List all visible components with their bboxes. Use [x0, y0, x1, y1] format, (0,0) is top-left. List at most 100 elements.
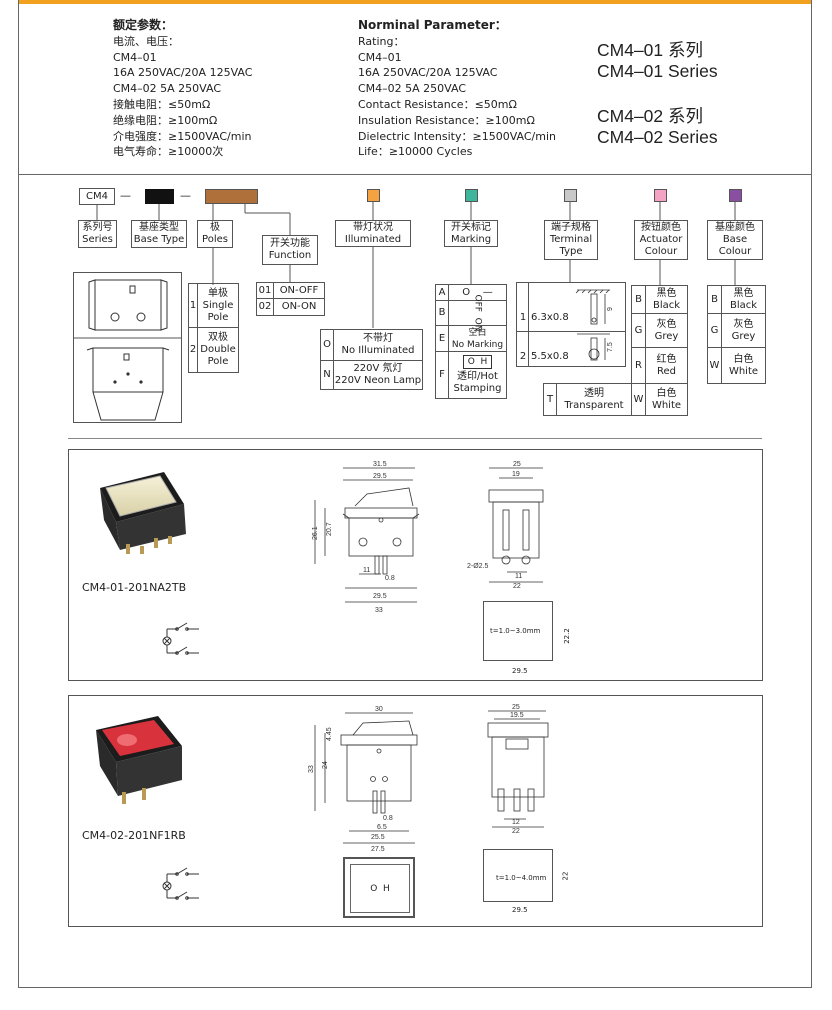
base-colour-code-b: B: [707, 285, 722, 314]
cn-param-line: CM4–02 5A 250VAC: [113, 82, 222, 96]
side-drawing-2: 25 19.5 12 22: [487, 704, 549, 833]
cutout-1-note: t=1.0~3.0mm: [490, 627, 541, 635]
base-colour-label: 基座颜色 Base Colour: [707, 220, 763, 260]
cutout-2-note: t=1.0~4.0mm: [496, 874, 547, 882]
front-drawing-1: 31.5 29.5 20.7 26.1 0.8 11 29.5 33: [312, 461, 420, 614]
cutout-2: [483, 849, 553, 902]
actuator-code-r: R: [631, 347, 646, 384]
product-panel-2: [68, 695, 763, 927]
dim-2-side-b: 19.5: [510, 712, 524, 719]
cn-param-line: 绝缘电阻：≥100mΩ: [113, 113, 218, 127]
cutout-2-w: 29.5: [512, 906, 528, 914]
product-photo-2: [96, 716, 182, 804]
en-param-line: CM4–01: [358, 50, 402, 64]
base-colour-text-w: 白色 White: [721, 347, 766, 384]
en-param-line: Contact Resistance：≤50mΩ: [358, 97, 517, 111]
poles-text-2: 双极 Double Pole: [197, 327, 239, 373]
function-text-1: ON-OFF: [273, 282, 325, 299]
marking-face-2-symbols: O H: [350, 864, 410, 913]
terminal-code-1: 1: [519, 312, 527, 323]
dim-2-side-d: 22: [512, 828, 520, 833]
terminal-table: [516, 282, 626, 367]
terminal-divider: [516, 331, 626, 332]
actuator-text-r: 红色 Red: [645, 347, 688, 384]
terminal-text-1: 6.3x0.8: [531, 312, 569, 323]
product-model-1: CM4-01-201NA2TB: [82, 581, 187, 594]
actuator-code-b: B: [631, 285, 646, 314]
product-photo-1: [100, 472, 186, 554]
actuator-text-b: 黑色 Black: [645, 285, 688, 314]
dim-2-f: 6.5: [377, 824, 387, 831]
cn-param-line: 16A 250VAC/20A 125VAC: [113, 66, 253, 80]
dim-1-side-c: 2-Ø2.5: [467, 563, 489, 570]
dim-1-side-a: 25: [513, 461, 521, 468]
terminal-dim-1: 9: [607, 307, 614, 311]
en-param-line: 16A 250VAC/20A 125VAC: [358, 66, 498, 80]
cn-param-line: 介电强度：≥1500VAC/min: [113, 129, 252, 143]
poles-label: 极 Poles: [197, 220, 233, 248]
header-divider: [18, 174, 812, 175]
marking-label: 开关标记 Marking: [444, 220, 498, 247]
dim-2-b: 4.45: [326, 727, 333, 741]
series2-en: CM4–02 Series: [597, 127, 718, 147]
top-accent-bar: [18, 0, 812, 4]
code-connector-lines: [96, 202, 736, 328]
marking-face-2: O H: [343, 857, 415, 918]
illuminated-swatch: [367, 189, 380, 202]
base-type-swatch: [145, 189, 174, 204]
illuminated-label: 带灯状况 Illuminated: [335, 220, 411, 247]
terminal-text-2: 5.5x0.8: [531, 351, 569, 362]
dim-1-g: 29.5: [373, 593, 387, 600]
actuator-code-g: G: [631, 313, 646, 348]
dim-1-side-d: 11: [515, 573, 522, 580]
cn-param-line: 接触电阻：≤50mΩ: [113, 97, 211, 111]
cutout-1: [483, 601, 553, 661]
marking-text-e: 空白 No Marking: [448, 325, 507, 352]
terminal-code-2: 2: [519, 351, 527, 362]
terminal-drawings: 9 7.5: [575, 289, 614, 361]
hot-stamp-symbol: O H: [462, 355, 493, 369]
dim-1-a: 31.5: [373, 461, 387, 468]
terminal-swatch: [564, 189, 577, 202]
base-colour-code-g: G: [707, 313, 722, 348]
actuator-code-w: W: [631, 383, 646, 416]
cutout-1-h: 22.2: [562, 628, 571, 644]
code-dash-1: —: [120, 189, 131, 202]
terminal-dim-2: 7.5: [607, 342, 614, 352]
base-colour-text-g: 灰色 Grey: [721, 313, 766, 348]
circuit-symbol-2: [162, 867, 199, 900]
cutout-2-h: 22: [561, 871, 570, 881]
dim-2-side-c: 12: [512, 819, 520, 826]
dim-1-b: 29.5: [373, 473, 387, 480]
illum-text-n: 220V 氖灯 220V Neon Lamp: [333, 360, 423, 390]
series-cm4-01: CM4–01 系列 CM4–01 Series: [597, 40, 718, 82]
function-code-1: 01: [256, 282, 274, 299]
terminal-col-line: [528, 282, 529, 367]
dim-2-g: 25.5: [371, 834, 385, 841]
function-label: 开关功能 Function: [262, 235, 318, 265]
circuit-symbol-1: [162, 622, 199, 655]
en-param-line: Life：≥10000 Cycles: [358, 145, 473, 159]
marking-code-a: A: [435, 284, 449, 301]
dim-1-e: 0.8: [385, 575, 395, 582]
en-param-line: Dielectric Intensity：≥1500VAC/min: [358, 129, 556, 143]
actuator-swatch: [654, 189, 667, 202]
series-label: 系列号 Series: [78, 220, 117, 248]
dim-1-d: 26.1: [312, 526, 319, 540]
terminal-label: 端子规格 Terminal Type: [544, 220, 598, 260]
series-cm4-02: CM4–02 系列 CM4–02 Series: [597, 106, 718, 148]
section-divider: [68, 438, 762, 439]
actuator-text-w: 白色 White: [645, 383, 688, 416]
dim-2-side-a: 25: [512, 704, 520, 711]
base-type-drawing: [73, 272, 182, 423]
cutout-1-w: 29.5: [512, 667, 528, 675]
code-prefix-box: CM4: [79, 188, 115, 205]
marking-code-f: F: [435, 351, 449, 399]
cn-param-line: 电气寿命：≥10000次: [113, 145, 224, 159]
cn-param-line: CM4–01: [113, 50, 157, 64]
marking-swatch: [465, 189, 478, 202]
product-model-2: CM4-02-201NF1RB: [82, 829, 186, 842]
